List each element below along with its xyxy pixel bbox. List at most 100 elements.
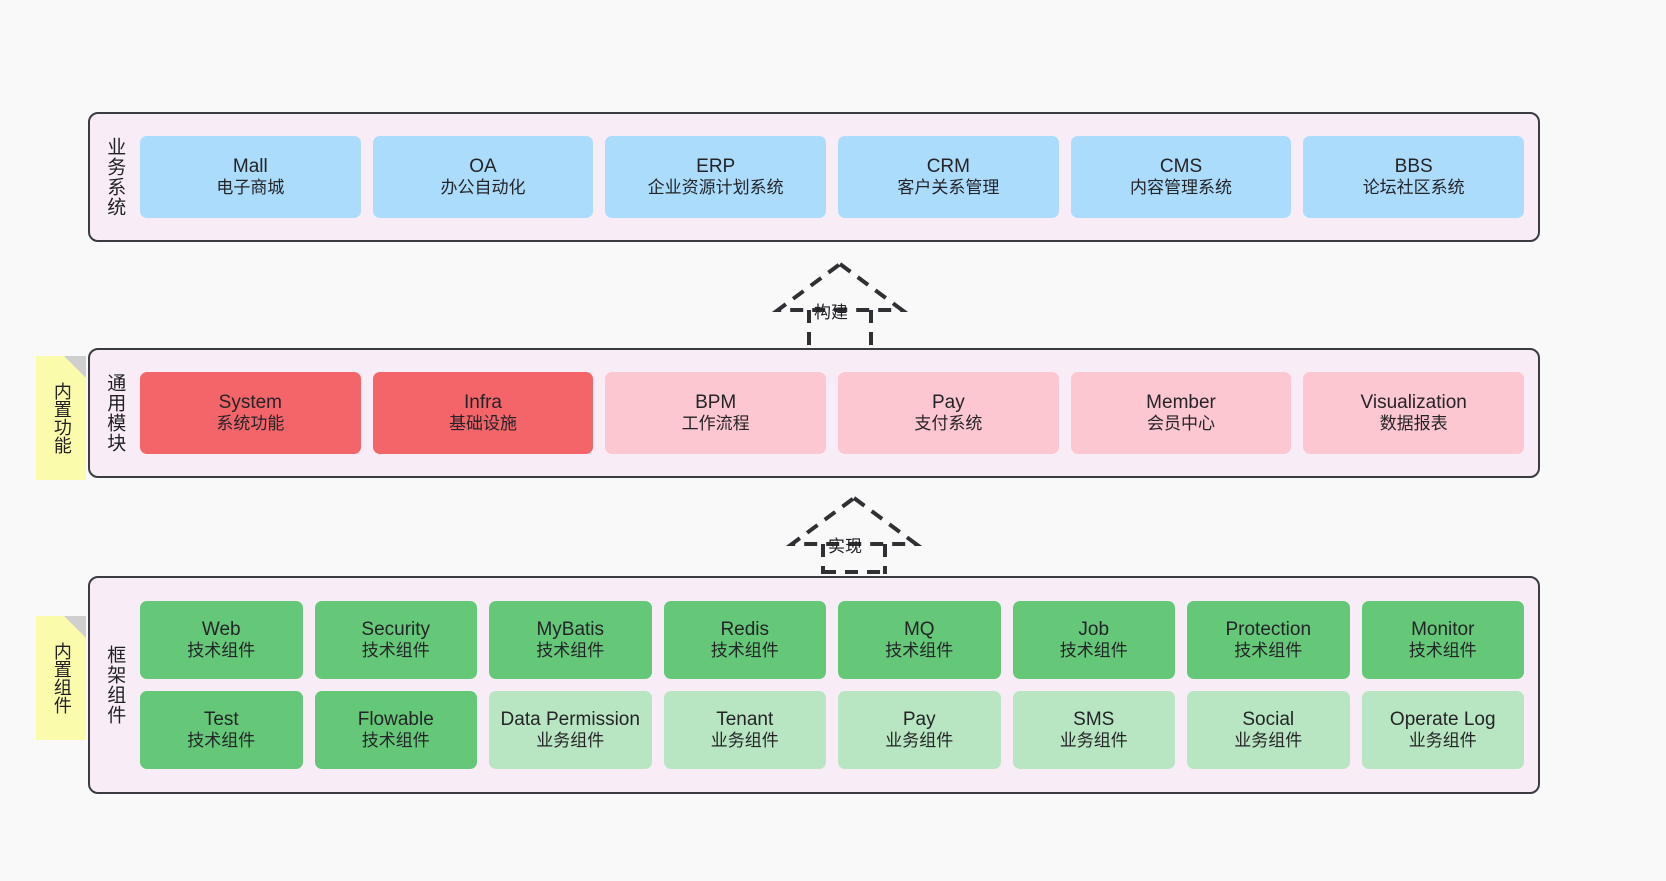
- node-job-name: Job: [1078, 619, 1110, 641]
- node-web-desc: 技术组件: [187, 641, 256, 661]
- node-monitor-name: Monitor: [1411, 619, 1475, 641]
- node-infra[interactable]: Infra 基础设施: [372, 372, 594, 454]
- node-operate-log-name: Operate Log: [1389, 709, 1496, 731]
- node-test[interactable]: Test 技术组件: [140, 691, 303, 769]
- node-oa-name: OA: [469, 156, 497, 178]
- node-operate-log-desc: 业务组件: [1408, 731, 1477, 751]
- node-visualization-name: Visualization: [1360, 392, 1467, 414]
- node-data-permission-name: Data Permission: [500, 709, 640, 731]
- node-mq[interactable]: MQ 技术组件: [838, 601, 1001, 679]
- node-monitor[interactable]: Monitor 技术组件: [1361, 601, 1524, 679]
- node-web[interactable]: Web 技术组件: [140, 601, 303, 679]
- node-cms[interactable]: CMS 内容管理系统: [1070, 136, 1292, 218]
- node-bbs-name: BBS: [1394, 156, 1433, 178]
- node-protection-name: Protection: [1225, 619, 1312, 641]
- node-job[interactable]: Job 技术组件: [1012, 601, 1175, 679]
- node-web-name: Web: [201, 619, 241, 641]
- note-builtin-functions: 内置功能: [36, 356, 86, 480]
- node-sms-name: SMS: [1073, 709, 1115, 731]
- node-monitor-desc: 技术组件: [1408, 641, 1477, 661]
- note-builtin-functions-label: 内置功能: [51, 382, 72, 454]
- layer-framework-nodes: Web 技术组件 Security 技术组件 MyBatis 技术组件 Redi…: [138, 578, 1538, 792]
- node-erp-desc: 企业资源计划系统: [647, 178, 784, 198]
- node-security[interactable]: Security 技术组件: [314, 601, 477, 679]
- node-system-desc: 系统功能: [216, 414, 285, 434]
- node-infra-desc: 基础设施: [449, 414, 517, 434]
- node-mq-desc: 技术组件: [885, 641, 954, 661]
- connector-implement: 实现: [766, 492, 942, 574]
- node-data-permission-desc: 业务组件: [536, 731, 605, 751]
- node-pay-component[interactable]: Pay 业务组件: [838, 691, 1001, 769]
- node-crm-desc: 客户关系管理: [897, 178, 1000, 198]
- node-tenant[interactable]: Tenant 业务组件: [663, 691, 826, 769]
- node-bpm-name: BPM: [695, 392, 737, 414]
- node-pay-module[interactable]: Pay 支付系统: [838, 372, 1059, 454]
- node-member-desc: 会员中心: [1147, 414, 1216, 434]
- node-protection-desc: 技术组件: [1234, 641, 1303, 661]
- node-cms-desc: 内容管理系统: [1130, 178, 1233, 198]
- node-mq-name: MQ: [903, 619, 935, 641]
- node-crm[interactable]: CRM 客户关系管理: [838, 136, 1059, 218]
- node-oa-desc: 办公自动化: [440, 178, 526, 198]
- layer-business-system: 业务系统 Mall 电子商城 OA 办公自动化 ERP 企业资源计划系统 CRM…: [88, 112, 1540, 242]
- node-social[interactable]: Social 业务组件: [1187, 691, 1350, 769]
- node-erp-name: ERP: [696, 156, 736, 178]
- layer-common-nodes: System 系统功能 Infra 基础设施 BPM 工作流程 Pay 支付系统…: [138, 350, 1538, 476]
- connector-implement-label: 实现: [828, 537, 862, 556]
- node-flowable-name: Flowable: [357, 709, 434, 731]
- node-bbs[interactable]: BBS 论坛社区系统: [1303, 136, 1525, 218]
- layer-business-nodes: Mall 电子商城 OA 办公自动化 ERP 企业资源计划系统 CRM 客户关系…: [138, 114, 1538, 240]
- node-pay-component-desc: 业务组件: [885, 731, 954, 751]
- node-member-name: Member: [1146, 392, 1216, 414]
- node-visualization-desc: 数据报表: [1379, 414, 1448, 434]
- node-job-desc: 技术组件: [1059, 641, 1128, 661]
- node-crm-name: CRM: [926, 156, 970, 178]
- node-sms[interactable]: SMS 业务组件: [1012, 691, 1175, 769]
- node-mybatis[interactable]: MyBatis 技术组件: [489, 601, 652, 679]
- node-erp[interactable]: ERP 企业资源计划系统: [605, 136, 827, 218]
- layer-framework-component: 框架组件 Web 技术组件 Security 技术组件 MyBatis 技术组件…: [88, 576, 1540, 794]
- layer-business-label: 业务系统: [104, 137, 126, 217]
- node-test-name: Test: [203, 709, 239, 731]
- layer-framework-label: 框架组件: [104, 645, 126, 725]
- connector-implement-shape: [785, 495, 923, 574]
- node-bbs-desc: 论坛社区系统: [1362, 178, 1465, 198]
- node-system[interactable]: System 系统功能: [140, 372, 361, 454]
- node-redis-desc: 技术组件: [710, 641, 779, 661]
- connector-build: 构建: [752, 258, 928, 356]
- node-system-name: System: [218, 392, 283, 414]
- node-visualization[interactable]: Visualization 数据报表: [1303, 372, 1525, 454]
- framework-row-technical: Web 技术组件 Security 技术组件 MyBatis 技术组件 Redi…: [140, 601, 1524, 679]
- node-social-desc: 业务组件: [1234, 731, 1303, 751]
- node-oa[interactable]: OA 办公自动化: [372, 136, 594, 218]
- framework-row-business: Test 技术组件 Flowable 技术组件 Data Permission …: [140, 691, 1524, 769]
- note-builtin-components-label: 内置组件: [51, 642, 72, 714]
- node-sms-desc: 业务组件: [1059, 731, 1128, 751]
- node-mall-name: Mall: [232, 156, 268, 178]
- node-bpm-desc: 工作流程: [681, 414, 750, 434]
- layer-common-label: 通用模块: [104, 373, 126, 453]
- node-infra-name: Infra: [463, 392, 503, 414]
- node-tenant-name: Tenant: [716, 709, 774, 731]
- node-mall[interactable]: Mall 电子商城: [140, 136, 361, 218]
- note-builtin-components: 内置组件: [36, 616, 86, 740]
- node-data-permission[interactable]: Data Permission 业务组件: [489, 691, 652, 769]
- node-cms-name: CMS: [1159, 156, 1203, 178]
- node-bpm[interactable]: BPM 工作流程: [605, 372, 827, 454]
- node-pay-module-name: Pay: [931, 392, 965, 414]
- connector-build-label: 构建: [814, 303, 848, 322]
- node-mybatis-desc: 技术组件: [536, 641, 605, 661]
- node-member[interactable]: Member 会员中心: [1070, 372, 1292, 454]
- node-protection[interactable]: Protection 技术组件: [1187, 601, 1350, 679]
- node-operate-log[interactable]: Operate Log 业务组件: [1361, 691, 1524, 769]
- layer-common-module: 通用模块 System 系统功能 Infra 基础设施 BPM 工作流程 Pay…: [88, 348, 1540, 478]
- node-redis-name: Redis: [720, 619, 770, 641]
- node-mybatis-name: MyBatis: [536, 619, 605, 641]
- node-redis[interactable]: Redis 技术组件: [663, 601, 826, 679]
- node-pay-module-desc: 支付系统: [914, 414, 983, 434]
- node-test-desc: 技术组件: [187, 731, 256, 751]
- node-flowable[interactable]: Flowable 技术组件: [314, 691, 477, 769]
- node-flowable-desc: 技术组件: [361, 731, 430, 751]
- node-social-name: Social: [1242, 709, 1295, 731]
